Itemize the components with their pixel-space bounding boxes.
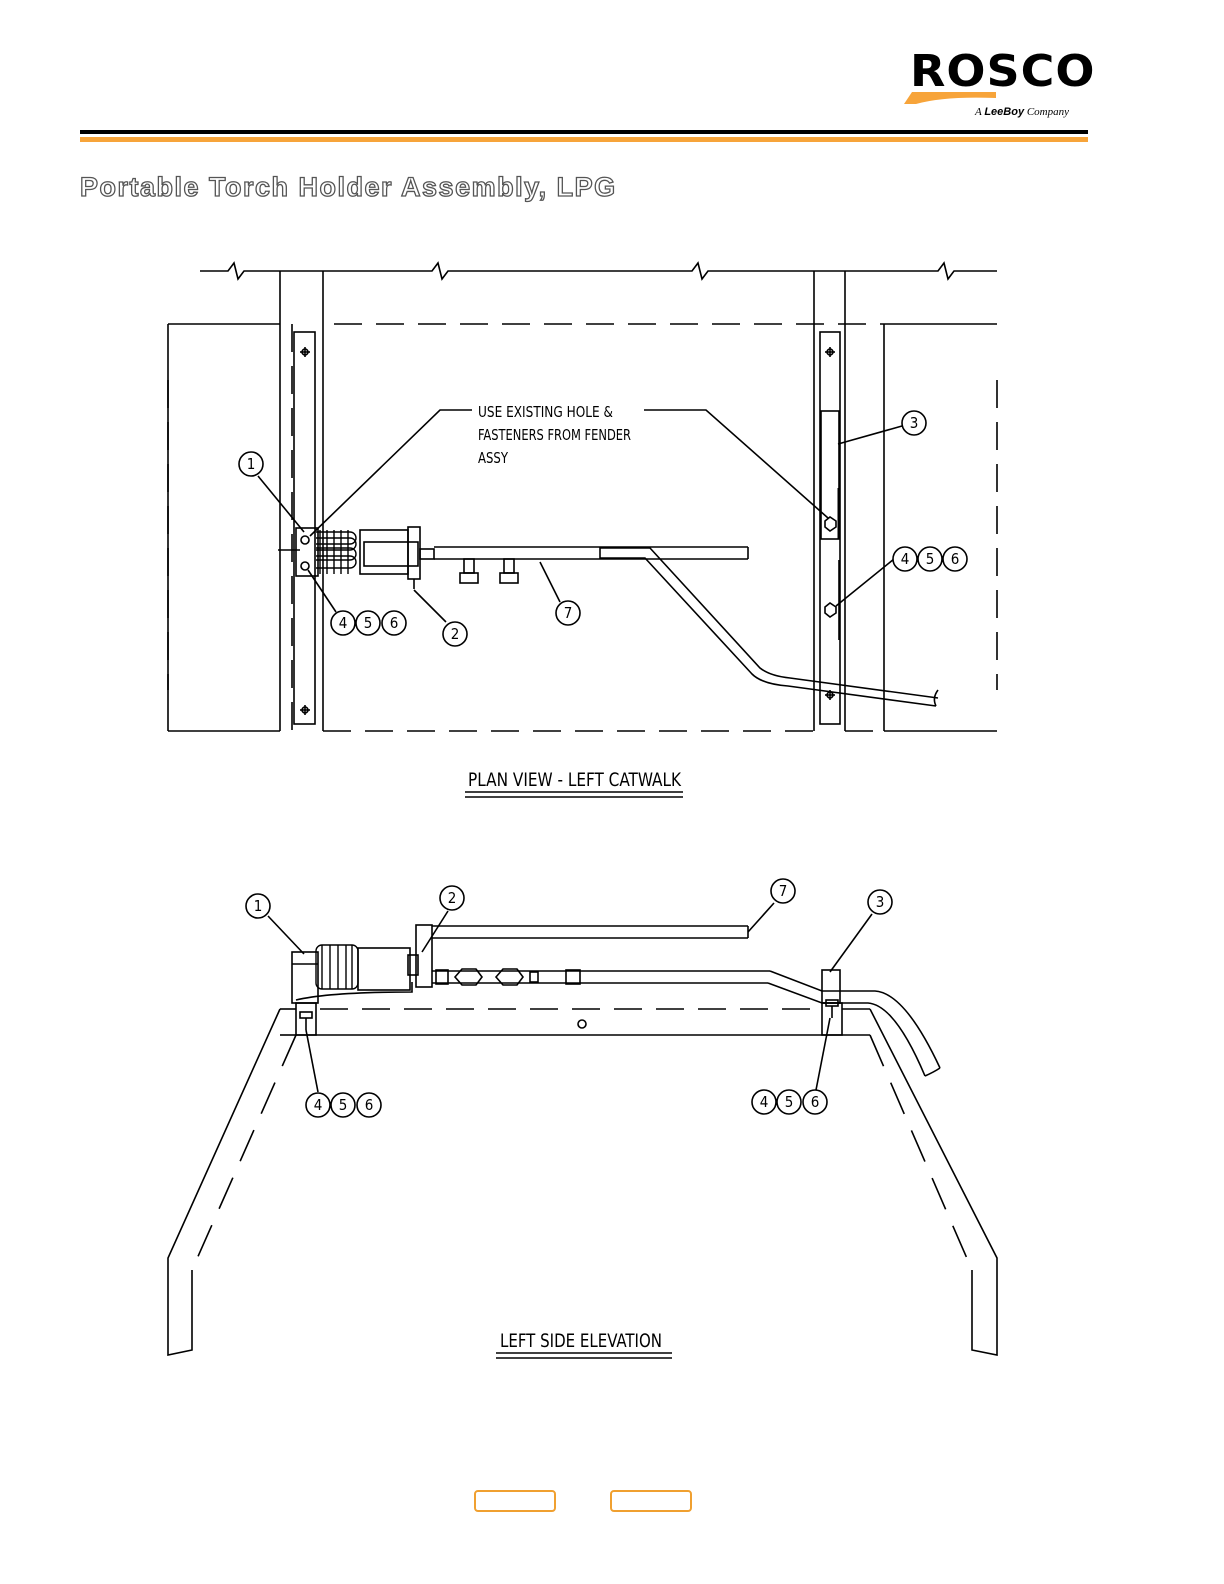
- callout-label: 5: [339, 1096, 348, 1114]
- callout-label: 1: [247, 455, 256, 473]
- callout-label: 6: [951, 550, 960, 568]
- callout-label: 3: [910, 414, 919, 432]
- callout-label: 4: [760, 1093, 769, 1111]
- note-line: ASSY: [478, 449, 509, 467]
- callout-label: 2: [448, 889, 457, 907]
- next-page-button[interactable]: [610, 1490, 692, 1512]
- callout-label: 6: [811, 1093, 820, 1111]
- prev-page-button[interactable]: [474, 1490, 556, 1512]
- callout-label: 7: [564, 604, 573, 622]
- callout-label: 6: [390, 614, 399, 632]
- callout-label: 1: [254, 897, 263, 915]
- callout-label: 2: [451, 625, 460, 643]
- side-view-title: LEFT SIDE ELEVATION: [500, 1330, 662, 1352]
- callout-label: 4: [314, 1096, 323, 1114]
- callout-label: 5: [785, 1093, 794, 1111]
- note-line: USE EXISTING HOLE &: [478, 403, 613, 421]
- callout-label: 7: [779, 882, 788, 900]
- note-line: FASTENERS FROM FENDER: [478, 426, 631, 444]
- callout-label: 4: [901, 550, 910, 568]
- callout-label: 3: [876, 893, 885, 911]
- plan-view-title: PLAN VIEW - LEFT CATWALK: [468, 769, 682, 791]
- side-elevation: [168, 903, 997, 1355]
- callout-label: 6: [365, 1096, 374, 1114]
- callout-label: 4: [339, 614, 348, 632]
- plan-view: [168, 263, 997, 731]
- callout-label: 5: [364, 614, 373, 632]
- callout-label: 5: [926, 550, 935, 568]
